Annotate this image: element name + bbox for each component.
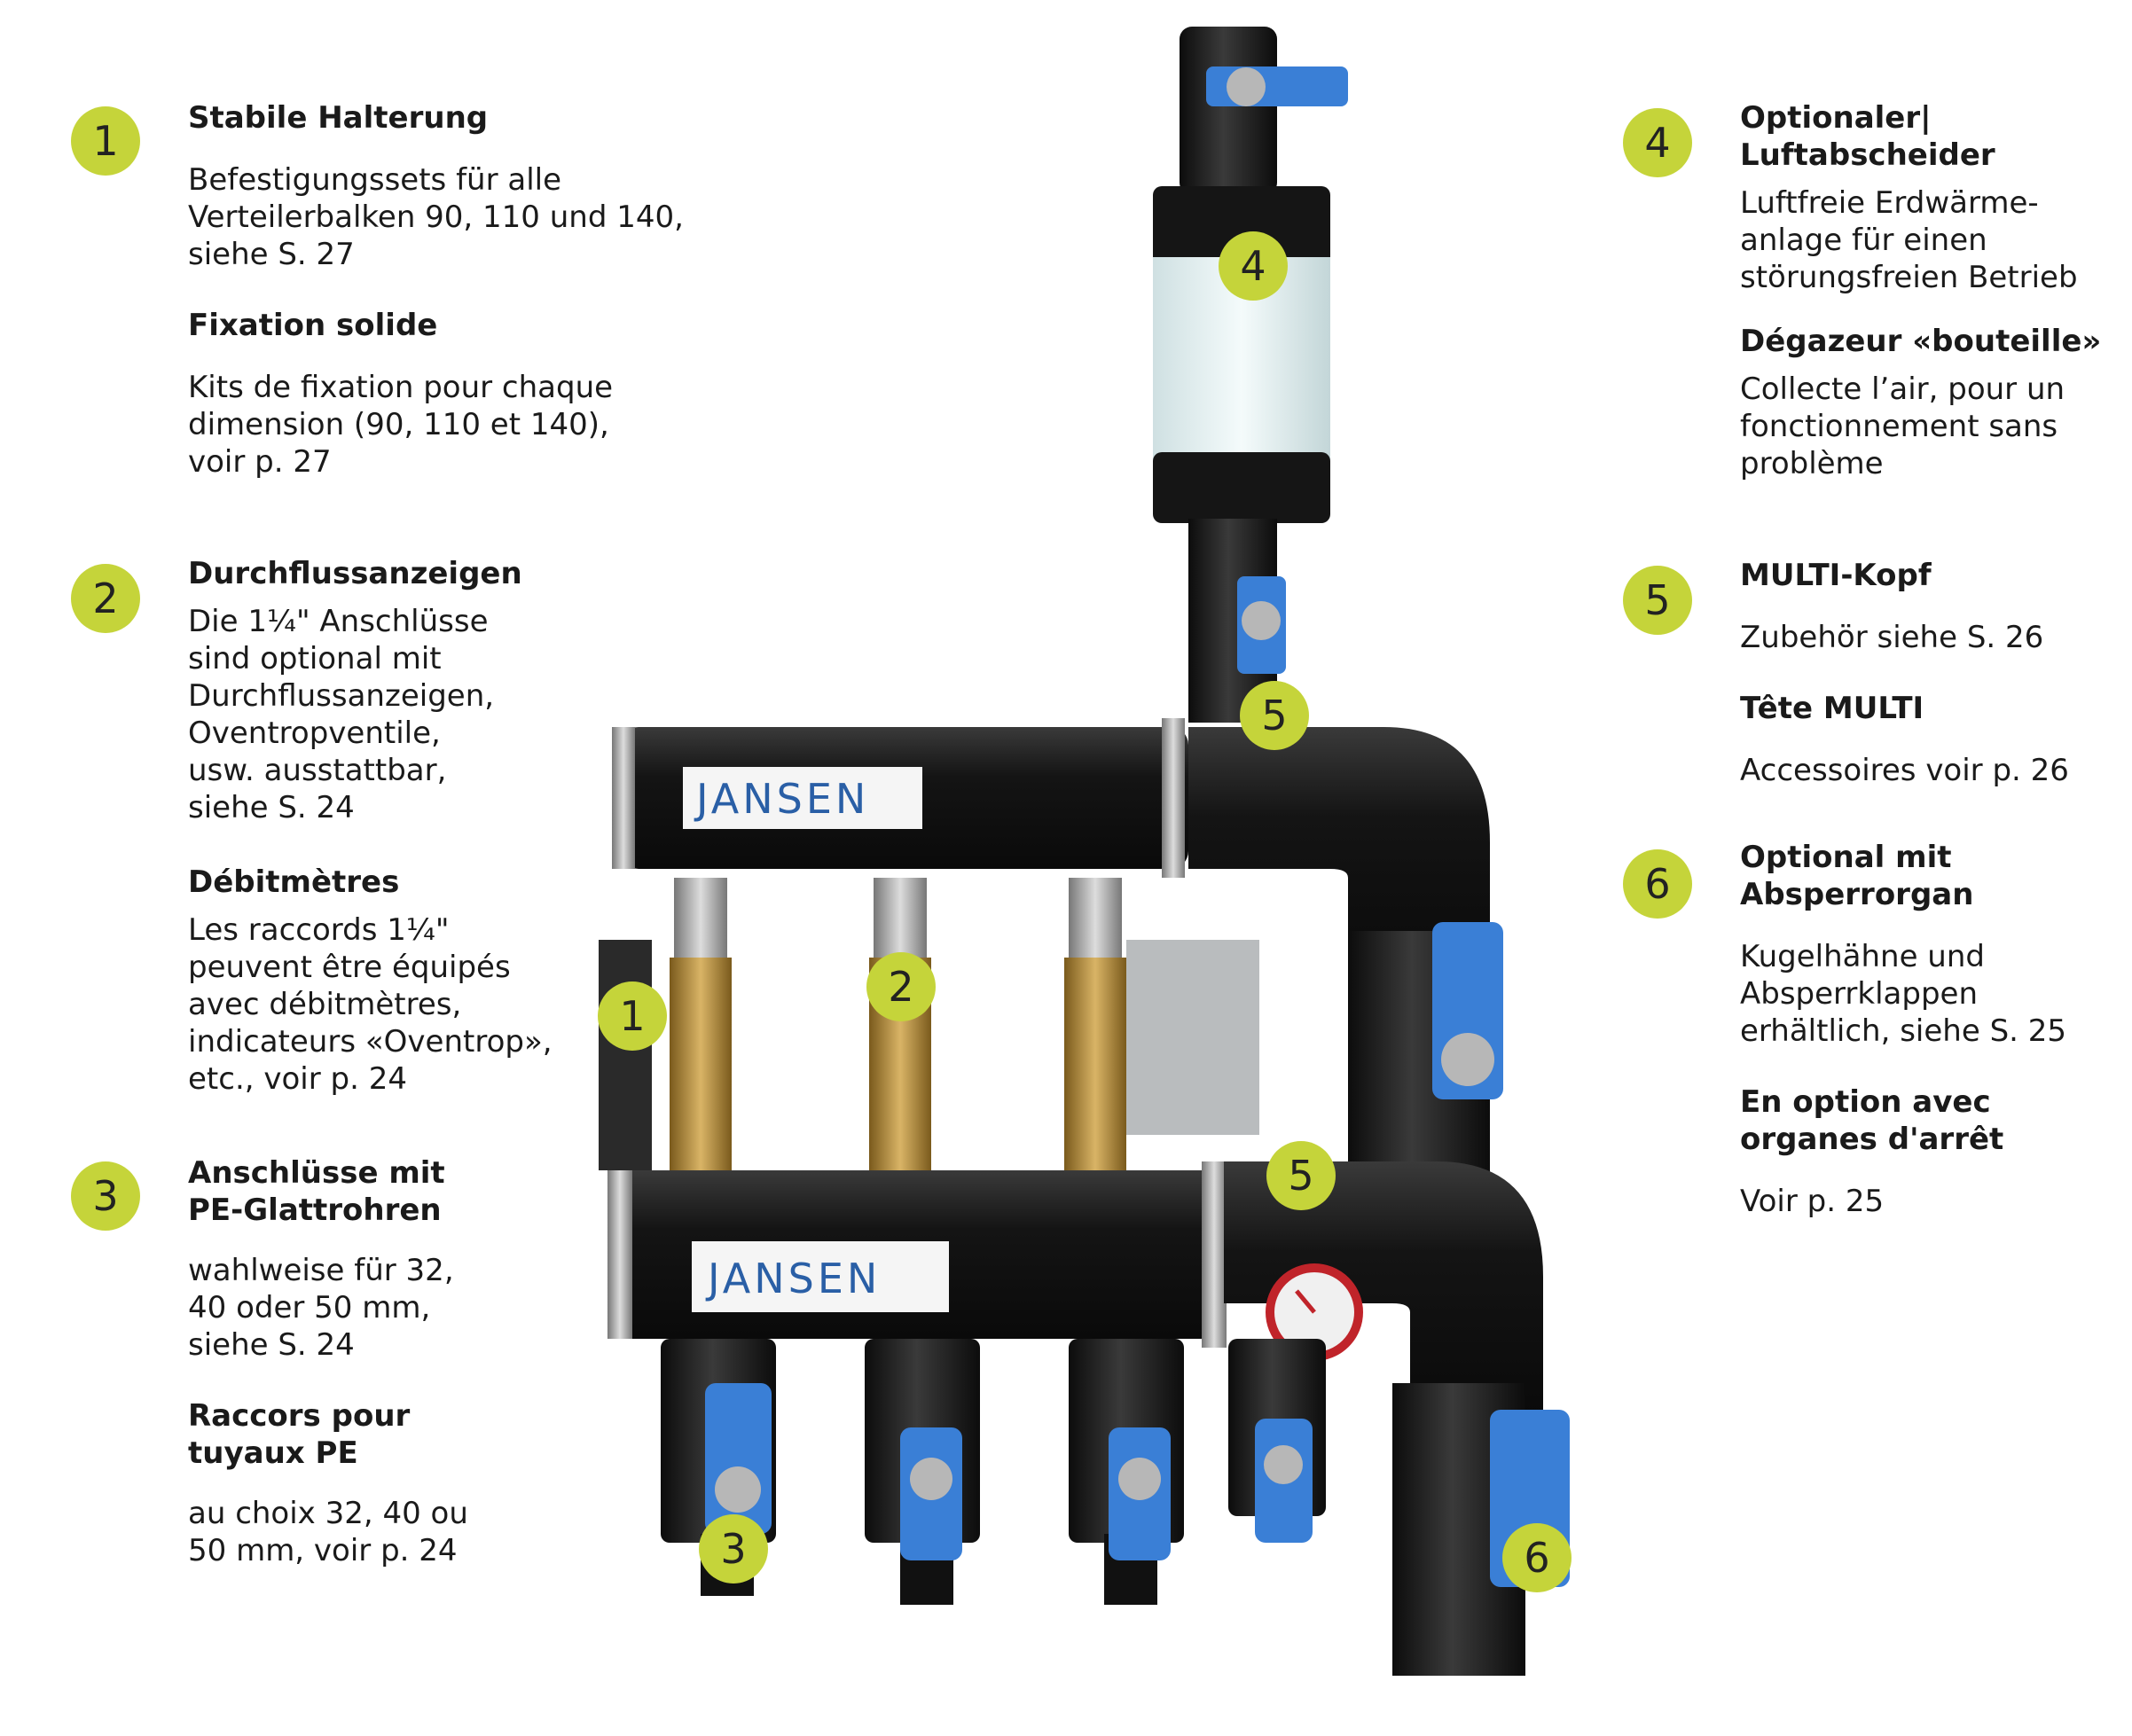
photo-callout-badge bbox=[1240, 681, 1309, 750]
heading-fr: Dégazeur «bouteille» bbox=[1740, 324, 2102, 359]
info-block-1: Stabile Halterung Befestigungssets für a… bbox=[188, 99, 720, 481]
text-fr: Kits de fixation pour chaque dimension (… bbox=[188, 370, 614, 480]
upper-clamp bbox=[1162, 718, 1185, 878]
text-de: Luftfreie Erdwärme- anlage für einen stö… bbox=[1740, 185, 2078, 295]
manifold-product-photo: JANSEN JANSEN bbox=[598, 27, 1572, 1676]
gauge-needle-icon bbox=[1295, 1289, 1316, 1314]
upper-clamp bbox=[612, 727, 635, 869]
flow-meter bbox=[874, 878, 927, 966]
bottom-outlets bbox=[661, 1339, 1326, 1605]
photo-callout-label: 2 bbox=[888, 963, 913, 1011]
photo-callout-label: 5 bbox=[1288, 1152, 1313, 1200]
brand-text-upper: JANSEN bbox=[694, 775, 869, 823]
photo-callouts: 1 2 3 4 5 5 6 bbox=[598, 231, 1572, 1592]
lower-clamp bbox=[607, 1170, 632, 1339]
top-pipe bbox=[1180, 27, 1277, 195]
valve-cap-icon bbox=[1441, 1033, 1494, 1086]
valve-cap-icon bbox=[1242, 601, 1281, 640]
heading-fr: Débitmètres bbox=[188, 864, 400, 900]
text-fr: Accessoires voir p. 26 bbox=[1740, 753, 2069, 788]
photo-callout-badge bbox=[699, 1514, 768, 1584]
valve-cap-icon bbox=[715, 1466, 761, 1513]
photo-callout-label: 4 bbox=[1240, 242, 1266, 290]
text-fr: au choix 32, 40 ou 50 mm, voir p. 24 bbox=[188, 1496, 468, 1568]
heading-de: Optionaler| Luftabscheider bbox=[1740, 100, 1995, 173]
valve-cap-icon bbox=[1118, 1458, 1161, 1500]
photo-callout-label: 1 bbox=[619, 992, 645, 1040]
heading-de: Anschlüsse mit PE-Glattrohren bbox=[188, 1155, 445, 1228]
text-fr: Les raccords 1¼" peuvent être équipés av… bbox=[188, 912, 553, 1097]
air-separator-cap-bottom bbox=[1153, 452, 1330, 523]
heading-de: Durchflussanzeigen bbox=[188, 556, 522, 591]
brand-text-lower: JANSEN bbox=[705, 1255, 881, 1302]
right-elbow-pipe bbox=[1188, 727, 1490, 984]
lower-clamp bbox=[1202, 1161, 1227, 1348]
photo-callout-badge bbox=[1219, 231, 1288, 301]
photo-callout-badge bbox=[598, 981, 667, 1051]
lower-elbow-pipe bbox=[1224, 1161, 1543, 1419]
brand-label-lower bbox=[692, 1241, 949, 1312]
flow-meters bbox=[670, 878, 1126, 1170]
valve-cap-icon bbox=[1264, 1445, 1303, 1484]
info-block-4: Optionaler| Luftabscheider Luftfreie Erd… bbox=[1740, 99, 2121, 482]
heading-de: Optional mit Absperrorgan bbox=[1740, 840, 1974, 912]
text-fr: Voir p. 25 bbox=[1740, 1184, 1885, 1219]
info-block-6: Optional mit Absperrorgan Kugelhähne und… bbox=[1740, 839, 2121, 1220]
info-block-2: Durchflussanzeigen Die 1¼" Anschlüsse si… bbox=[188, 555, 720, 1098]
flow-meter bbox=[670, 958, 732, 1170]
callout-badge-4: 4 bbox=[1623, 108, 1692, 177]
heading-fr: Tête MULTI bbox=[1740, 691, 1924, 726]
photo-callout-label: 6 bbox=[1524, 1534, 1549, 1582]
valve-cap-icon bbox=[910, 1458, 952, 1500]
flow-meter bbox=[674, 878, 727, 966]
callout-badge-1: 1 bbox=[71, 106, 140, 176]
callout-badge-6: 6 bbox=[1623, 849, 1692, 919]
photo-callout-label: 3 bbox=[720, 1525, 746, 1573]
brand-label-upper bbox=[683, 767, 922, 829]
air-separator-cap-top bbox=[1153, 186, 1330, 266]
callout-badge-5: 5 bbox=[1623, 566, 1692, 635]
text-de: Zubehör siehe S. 26 bbox=[1740, 620, 2044, 655]
photo-callout-label: 5 bbox=[1261, 692, 1287, 739]
heading-fr: Raccors pour tuyaux PE bbox=[188, 1398, 411, 1471]
photo-callout-badge bbox=[866, 952, 936, 1021]
text-de: Befestigungssets für alle Verteilerbalke… bbox=[188, 162, 684, 272]
text-fr: Collecte l’air, pour un fonctionnement s… bbox=[1740, 371, 2065, 481]
heading-de: MULTI-Kopf bbox=[1740, 558, 1932, 593]
flow-meter bbox=[1064, 958, 1126, 1170]
valve-cap-icon bbox=[1227, 67, 1266, 106]
heading-fr: En option avec organes d'arrêt bbox=[1740, 1084, 2004, 1157]
info-block-5: MULTI-Kopf Zubehör siehe S. 26 Tête MULT… bbox=[1740, 557, 2121, 789]
callout-badge-3: 3 bbox=[71, 1161, 140, 1231]
heading-fr: Fixation solide bbox=[188, 308, 438, 343]
text-de: wahlweise für 32, 40 oder 50 mm, siehe S… bbox=[188, 1253, 454, 1363]
info-block-3: Anschlüsse mit PE-Glattrohren wahlweise … bbox=[188, 1154, 720, 1569]
heading-de: Stabile Halterung bbox=[188, 100, 489, 136]
mounting-bracket bbox=[599, 940, 652, 1170]
photo-callout-badge bbox=[1502, 1523, 1572, 1592]
photo-callout-badge bbox=[1266, 1141, 1336, 1210]
flow-meter bbox=[1069, 878, 1122, 966]
text-de: Kugelhähne und Absperrklappen erhältlich… bbox=[1740, 939, 2067, 1049]
text-de: Die 1¼" Anschlüsse sind optional mit Dur… bbox=[188, 604, 495, 825]
callout-badge-2: 2 bbox=[71, 564, 140, 633]
mounting-bracket bbox=[1126, 940, 1259, 1135]
